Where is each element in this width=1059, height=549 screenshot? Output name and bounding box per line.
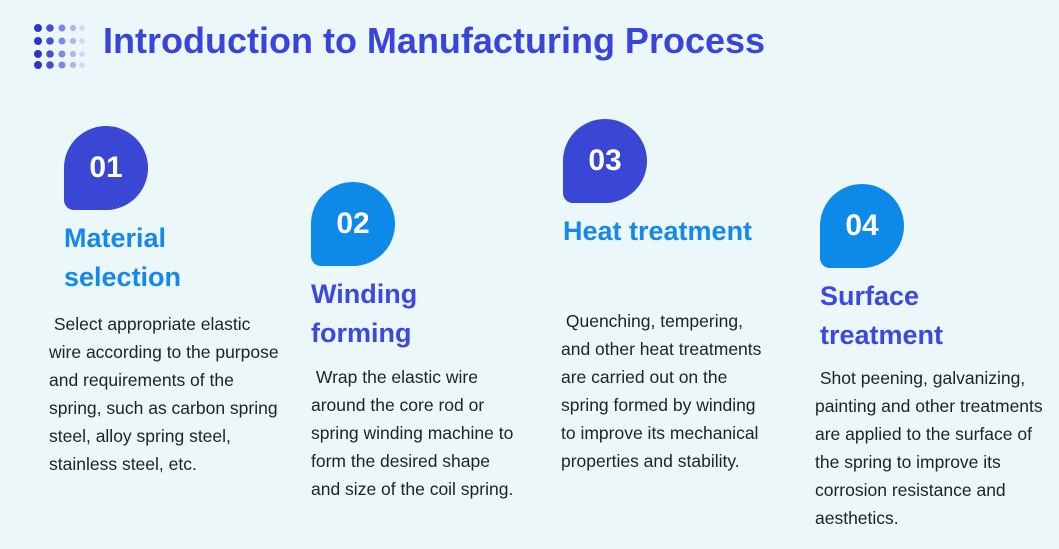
step-heat-treatment: 03 Heat treatment Quenching, tempering, … <box>561 119 803 475</box>
step-title: Material selection <box>64 223 182 292</box>
step-title: Heat treatment <box>563 216 753 246</box>
step-number-badge: 04 <box>820 184 904 268</box>
step-title: Winding forming <box>311 279 418 348</box>
step-number: 03 <box>588 144 622 177</box>
step-description: Shot peening, galvanizing, painting and … <box>815 368 1048 528</box>
step-number: 04 <box>845 209 879 242</box>
page-title: Introduction to Manufacturing Process <box>103 20 766 61</box>
step-number: 01 <box>89 151 123 184</box>
step-description: Select appropriate elastic wire accordin… <box>49 314 284 474</box>
dot-grid-icon <box>34 24 85 69</box>
step-winding-forming: 02 Winding forming Wrap the elastic wire… <box>311 182 551 503</box>
step-description: Wrap the elastic wire around the core ro… <box>311 367 519 499</box>
step-material-selection: 01 Material selection Select appropriate… <box>49 126 304 478</box>
step-surface-treatment: 04 Surface treatment Shot peening, galva… <box>815 184 1059 532</box>
step-title: Surface treatment <box>820 281 944 350</box>
step-number-badge: 02 <box>311 182 395 266</box>
step-number-badge: 01 <box>64 126 148 210</box>
step-number-badge: 03 <box>563 119 647 203</box>
step-description: Quenching, tempering, and other heat tre… <box>561 311 767 471</box>
step-number: 02 <box>336 207 370 240</box>
